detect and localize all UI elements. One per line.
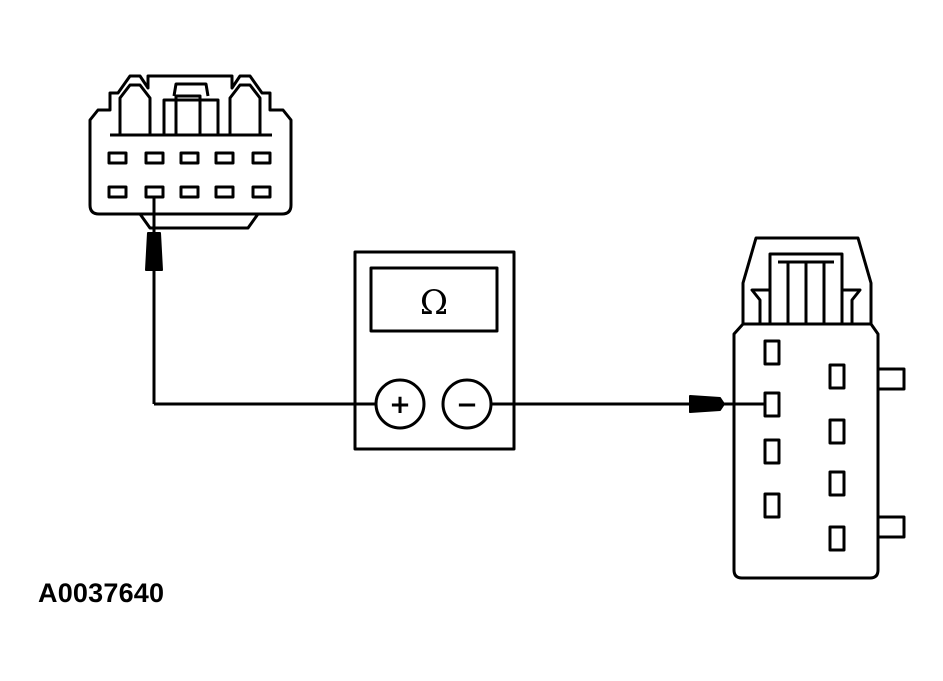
left-connector bbox=[88, 74, 293, 230]
right-connector-latch-top bbox=[878, 367, 906, 391]
negative-sign: − bbox=[456, 390, 478, 420]
left-connector-pins bbox=[107, 151, 272, 199]
left-probe-tip bbox=[145, 232, 163, 271]
ohm-symbol: Ω bbox=[420, 283, 448, 323]
figure-id-label: A0037640 bbox=[38, 578, 165, 608]
right-probe-tip bbox=[689, 395, 725, 413]
right-connector bbox=[732, 236, 906, 580]
positive-sign: + bbox=[389, 390, 411, 420]
multimeter bbox=[353, 250, 516, 451]
positive-terminal bbox=[374, 378, 426, 430]
right-connector-latch-bottom bbox=[878, 515, 906, 539]
positive-test-lead bbox=[152, 197, 375, 406]
right-connector-pins bbox=[763, 339, 846, 552]
meter-display bbox=[369, 266, 499, 333]
